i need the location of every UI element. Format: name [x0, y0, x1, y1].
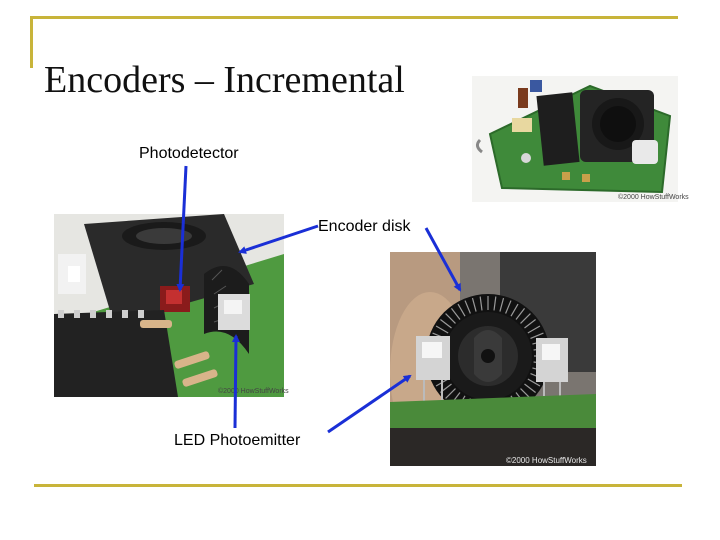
photodetector-label: Photodetector — [139, 145, 239, 162]
board-photo-credit: ©2000 HowStuffWorks — [618, 194, 689, 201]
bottom-accent-rule — [34, 484, 682, 487]
sensor-photo-credit: ©2000 HowStuffWorks — [218, 388, 289, 395]
slide-title: Encoders – Incremental — [44, 59, 405, 101]
circuit-board-photo — [472, 76, 678, 202]
encoder-disk-label: Encoder disk — [318, 218, 411, 235]
top-accent-rule — [30, 16, 678, 19]
left-accent-rule — [30, 16, 33, 68]
disk-photo-credit: ©2000 HowStuffWorks — [506, 456, 587, 465]
encoder-disk-photo — [390, 252, 596, 466]
sensor-closeup-photo — [54, 214, 284, 397]
led-photoemitter-label: LED Photoemitter — [174, 432, 301, 449]
